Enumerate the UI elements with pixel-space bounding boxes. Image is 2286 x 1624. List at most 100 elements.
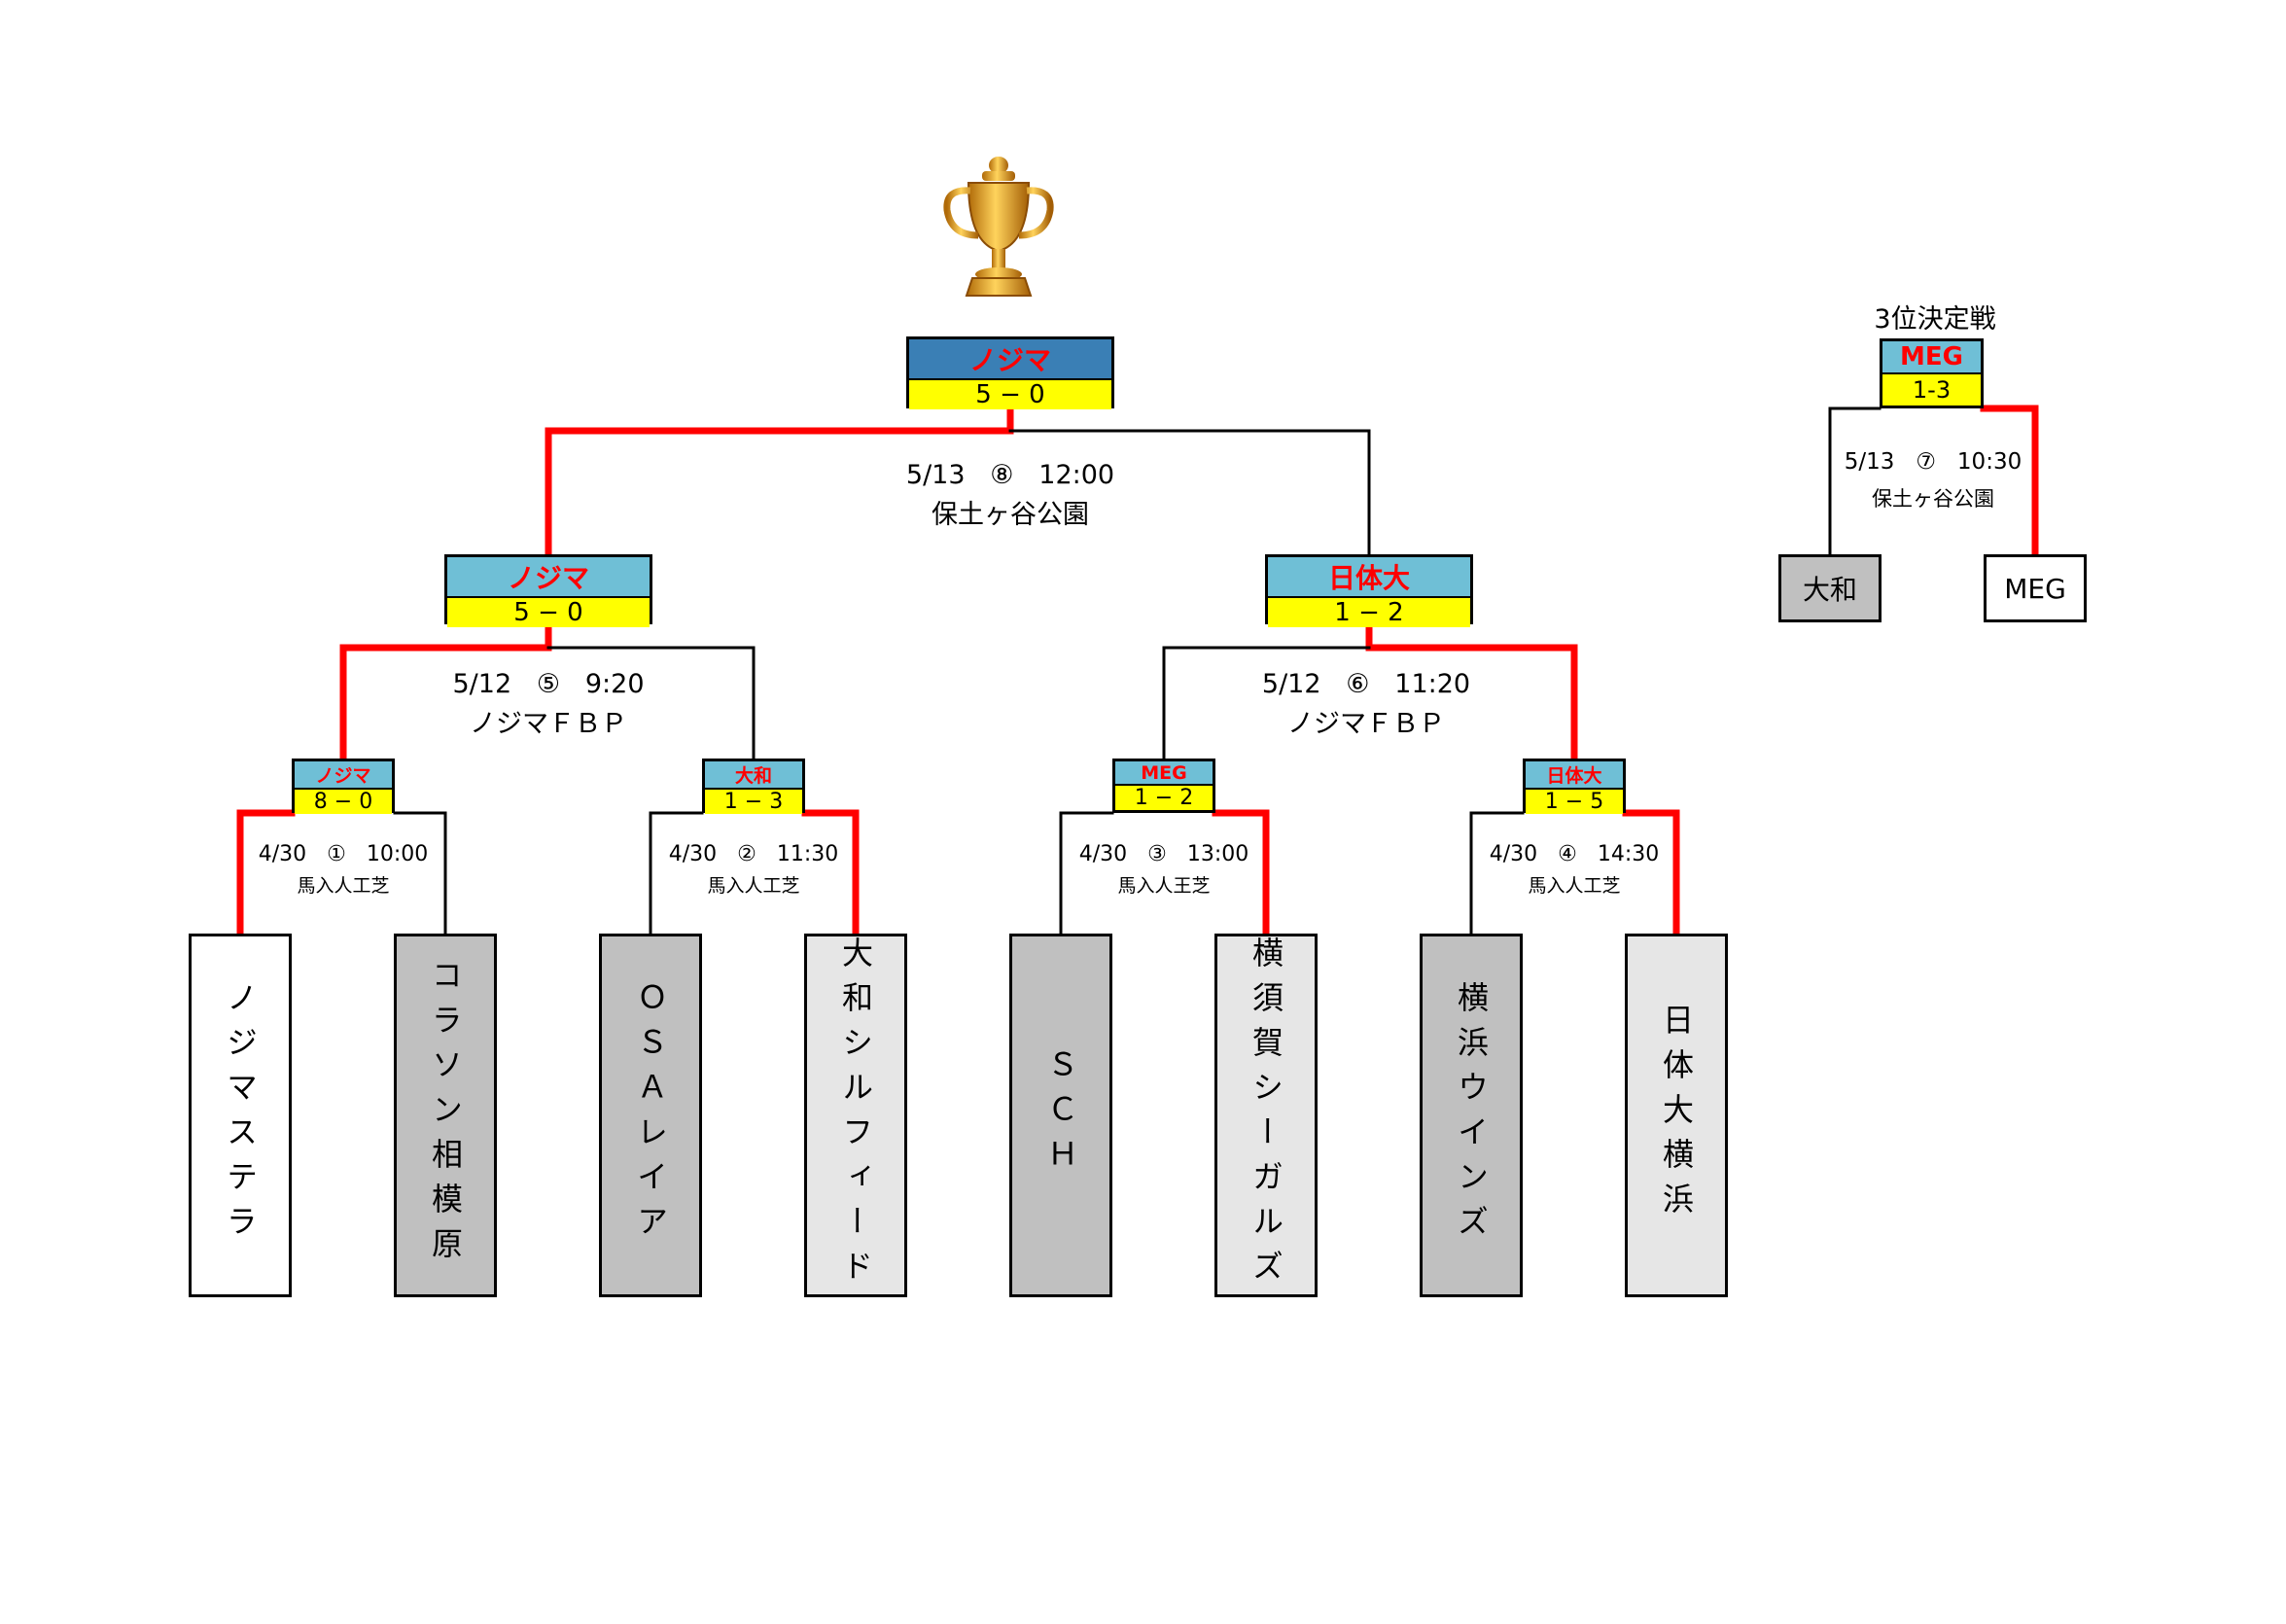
qf3-winner: MEG	[1115, 761, 1213, 786]
final-winner: ノジマ	[909, 339, 1111, 380]
semi1-match-no: ⑤	[536, 669, 561, 699]
third-place-venue: 保土ヶ谷公園	[1872, 487, 1994, 511]
final-result-box: ノジマ 5 − 0	[906, 336, 1114, 409]
semi1-line-lose	[546, 646, 756, 768]
team-box: 横須賀シーガルズ	[1214, 934, 1318, 1297]
qf3-match-no: ③	[1147, 842, 1167, 866]
third-line-lose	[1828, 406, 1882, 556]
semi1-result-box: ノジマ 5 − 0	[444, 554, 652, 627]
qf3-line-lose	[1059, 811, 1114, 936]
semi2-result-box: 日体大 1 − 2	[1265, 554, 1473, 627]
qf3-result-box: MEG 1 − 2	[1112, 759, 1215, 813]
qf3-line-win	[1212, 809, 1270, 937]
team-box: 日体大横浜	[1625, 934, 1728, 1297]
qf2-venue: 馬入人工芝	[707, 875, 800, 897]
semi2-line-win	[1365, 620, 1578, 770]
qf3-info: 4/30 ③ 13:00 馬入人王芝	[1041, 838, 1286, 902]
semi1-score: 5 − 0	[447, 598, 650, 627]
final-time: 12:00	[1038, 460, 1115, 490]
team-name: 日体大横浜	[1658, 1004, 1695, 1227]
semi1-info: 5/12 ⑤ 9:20 ノジマＦＢＰ	[354, 664, 743, 744]
third-place-time: 10:30	[1956, 449, 2022, 475]
final-line-win	[545, 405, 1014, 565]
qf3-score: 1 − 2	[1115, 786, 1213, 810]
qf1-result-box: ノジマ 8 − 0	[292, 759, 395, 814]
third-place-team-right: MEG	[1984, 554, 2087, 622]
qf2-result-box: 大和 1 − 3	[702, 759, 805, 814]
qf2-date: 4/30	[668, 842, 718, 866]
qf4-result-box: 日体大 1 − 5	[1523, 759, 1626, 814]
team-name: 横浜ウインズ	[1453, 981, 1490, 1250]
qf2-info: 4/30 ② 11:30 馬入人工芝	[631, 838, 876, 902]
qf1-line-lose	[393, 811, 447, 936]
qf2-line-lose	[649, 811, 704, 936]
qf2-time: 11:30	[776, 842, 839, 866]
team-name: 大和シルフィード	[837, 936, 874, 1294]
qf3-date: 4/30	[1078, 842, 1128, 866]
qf1-line-win	[236, 809, 296, 937]
team-box: ＳＣＨ	[1009, 934, 1112, 1297]
team-name: ＯＳＡレイア	[632, 981, 669, 1250]
final-score: 5 − 0	[909, 380, 1111, 409]
final-match-no: ⑧	[990, 460, 1014, 490]
team-box: コラソン相模原	[394, 934, 497, 1297]
team-box: 横浜ウインズ	[1420, 934, 1523, 1297]
semi2-winner: 日体大	[1268, 557, 1470, 598]
qf1-winner: ノジマ	[295, 761, 392, 790]
qf1-info: 4/30 ① 10:00 馬入人工芝	[221, 838, 466, 902]
qf3-time: 13:00	[1186, 842, 1249, 866]
qf4-winner: 日体大	[1526, 761, 1623, 790]
qf4-info: 4/30 ④ 14:30 馬入人工芝	[1452, 838, 1697, 902]
third-place-result-box: MEG 1-3	[1880, 338, 1984, 408]
semi2-info: 5/12 ⑥ 11:20 ノジマＦＢＰ	[1172, 664, 1561, 744]
qf4-score: 1 − 5	[1526, 790, 1623, 814]
team-box: ノジマステラ	[189, 934, 292, 1297]
qf2-score: 1 − 3	[705, 790, 802, 814]
final-date: 5/13	[905, 460, 966, 490]
qf3-venue: 馬入人王芝	[1117, 875, 1211, 897]
qf1-date: 4/30	[258, 842, 307, 866]
qf2-winner: 大和	[705, 761, 802, 790]
semi1-winner: ノジマ	[447, 557, 650, 598]
qf1-score: 8 − 0	[295, 790, 392, 814]
third-place-info: 5/13 ⑦ 10:30 保土ヶ谷公園	[1809, 443, 2057, 517]
third-place-team-left: 大和	[1778, 554, 1882, 622]
qf4-line-lose	[1469, 811, 1525, 936]
team-name: コラソン相模原	[427, 959, 464, 1272]
qf1-match-no: ①	[327, 842, 346, 866]
qf4-venue: 馬入人工芝	[1528, 875, 1621, 897]
third-place-winner: MEG	[1882, 341, 1981, 374]
third-place-score: 1-3	[1882, 374, 1981, 406]
semi1-venue: ノジマＦＢＰ	[470, 709, 627, 739]
team-box: 大和シルフィード	[804, 934, 907, 1297]
qf4-line-win	[1622, 809, 1680, 937]
final-line-lose	[1008, 429, 1371, 563]
third-place-date: 5/13	[1844, 449, 1895, 475]
semi1-line-win	[339, 620, 552, 770]
qf4-time: 14:30	[1597, 842, 1660, 866]
final-info: 5/13 ⑧ 12:00 保土ヶ谷公園	[816, 455, 1205, 535]
semi2-match-no: ⑥	[1346, 669, 1370, 699]
team-name: 横須賀シーガルズ	[1248, 936, 1284, 1294]
third-line-win	[1980, 405, 2039, 558]
qf1-venue: 馬入人工芝	[297, 875, 390, 897]
third-place-title: 3位決定戦	[1874, 304, 1996, 335]
trophy-icon	[943, 157, 1054, 297]
semi2-time: 11:20	[1394, 669, 1471, 699]
qf2-match-no: ②	[737, 842, 756, 866]
third-place-match-no: ⑦	[1916, 449, 1936, 475]
team-box: ＯＳＡレイア	[599, 934, 702, 1297]
qf4-match-no: ④	[1558, 842, 1577, 866]
qf2-line-win	[801, 809, 860, 937]
semi1-time: 9:20	[584, 669, 645, 699]
team-name: ＳＣＨ	[1042, 1048, 1079, 1183]
qf1-time: 10:00	[366, 842, 429, 866]
semi2-line-lose	[1162, 646, 1371, 768]
qf4-date: 4/30	[1489, 842, 1538, 866]
semi2-score: 1 − 2	[1268, 598, 1470, 627]
team-name: ノジマステラ	[222, 981, 259, 1250]
semi2-venue: ノジマＦＢＰ	[1287, 709, 1445, 739]
semi1-date: 5/12	[452, 669, 512, 699]
final-venue: 保土ヶ谷公園	[932, 500, 1089, 530]
